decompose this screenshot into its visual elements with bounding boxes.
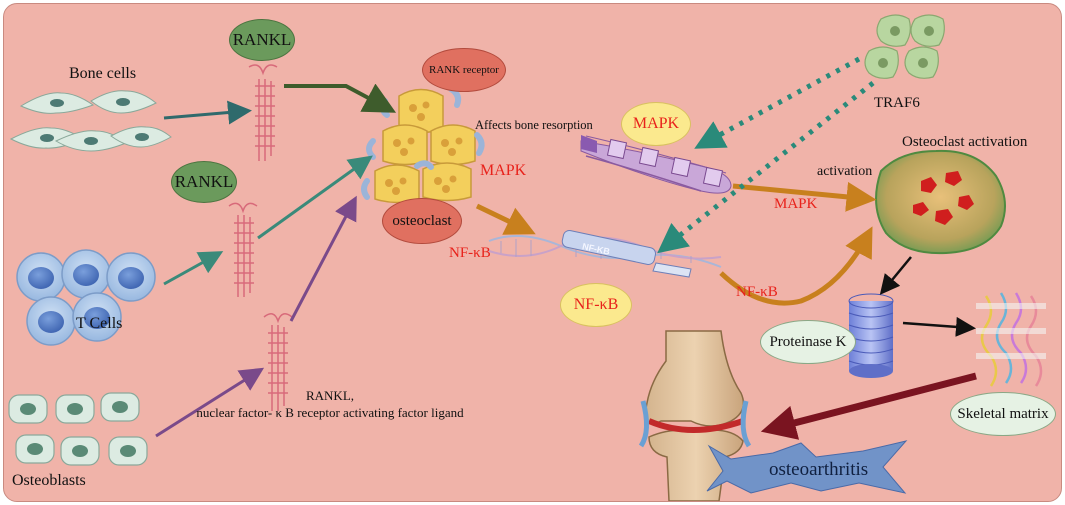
osteoclast-activation-label: Osteoclast activation	[902, 134, 1028, 150]
nfkb-label-right: NF-κB	[736, 284, 778, 300]
rankl-note-line2: nuclear factor- κ B receptor activating …	[196, 405, 464, 420]
rankl-badge-middle: RANKL	[171, 161, 237, 203]
t-cells-label: T Cells	[76, 315, 123, 332]
mapk-badge: MAPK	[621, 102, 691, 146]
osteoarthritis-label: osteoarthritis	[769, 459, 869, 480]
bone-cells-label: Bone cells	[69, 65, 137, 82]
diagram-artwork	[8, 14, 1046, 501]
skeletal-matrix-badge: Skeletal matrix	[950, 392, 1056, 436]
rankl-molecule-middle	[228, 202, 258, 297]
osteoblasts-illustration	[8, 392, 148, 466]
mapk-label-right: MAPK	[774, 196, 818, 212]
traf6-label: TRAF6	[874, 95, 920, 111]
skeletal-matrix-illustration	[976, 292, 1046, 387]
rankl-note-line1: RANKL,	[305, 388, 355, 403]
rank-receptor-badge: RANK receptor	[422, 48, 506, 92]
osteoclast-cluster-illustration	[361, 86, 485, 204]
traf6-cells-illustration	[864, 14, 945, 79]
proteinase-k-badge: Proteinase K	[760, 320, 856, 364]
mapk-label-left: MAPK	[480, 162, 527, 179]
bone-cells-illustration	[9, 90, 172, 152]
osteoclast-badge: osteoclast	[382, 198, 462, 244]
osteoarthritis-star-shape	[706, 440, 908, 494]
proteinase-k-illustration	[848, 293, 894, 378]
arrows	[155, 56, 977, 440]
activation-label: activation	[817, 164, 873, 179]
t-cells-illustration	[16, 249, 156, 346]
rankl-badge-top: RANKL	[229, 19, 295, 61]
affects-bone-resorption-label: Affects bone resorption	[475, 118, 593, 132]
osteoblasts-label: Osteoblasts	[12, 472, 86, 489]
diagram-panel: Bone cells T Cells Osteoblasts RANKL RAN…	[3, 3, 1062, 502]
activated-osteoclast-illustration	[875, 149, 1006, 255]
nfkb-dna-illustration	[488, 230, 722, 278]
rankl-molecule-top	[248, 64, 278, 161]
nfkb-badge: NF-κB	[560, 283, 632, 327]
rankl-molecule-bottom	[263, 313, 293, 411]
mapk-protein-illustration	[580, 135, 732, 194]
nfkb-label-arrow: NF-κB	[449, 245, 491, 261]
